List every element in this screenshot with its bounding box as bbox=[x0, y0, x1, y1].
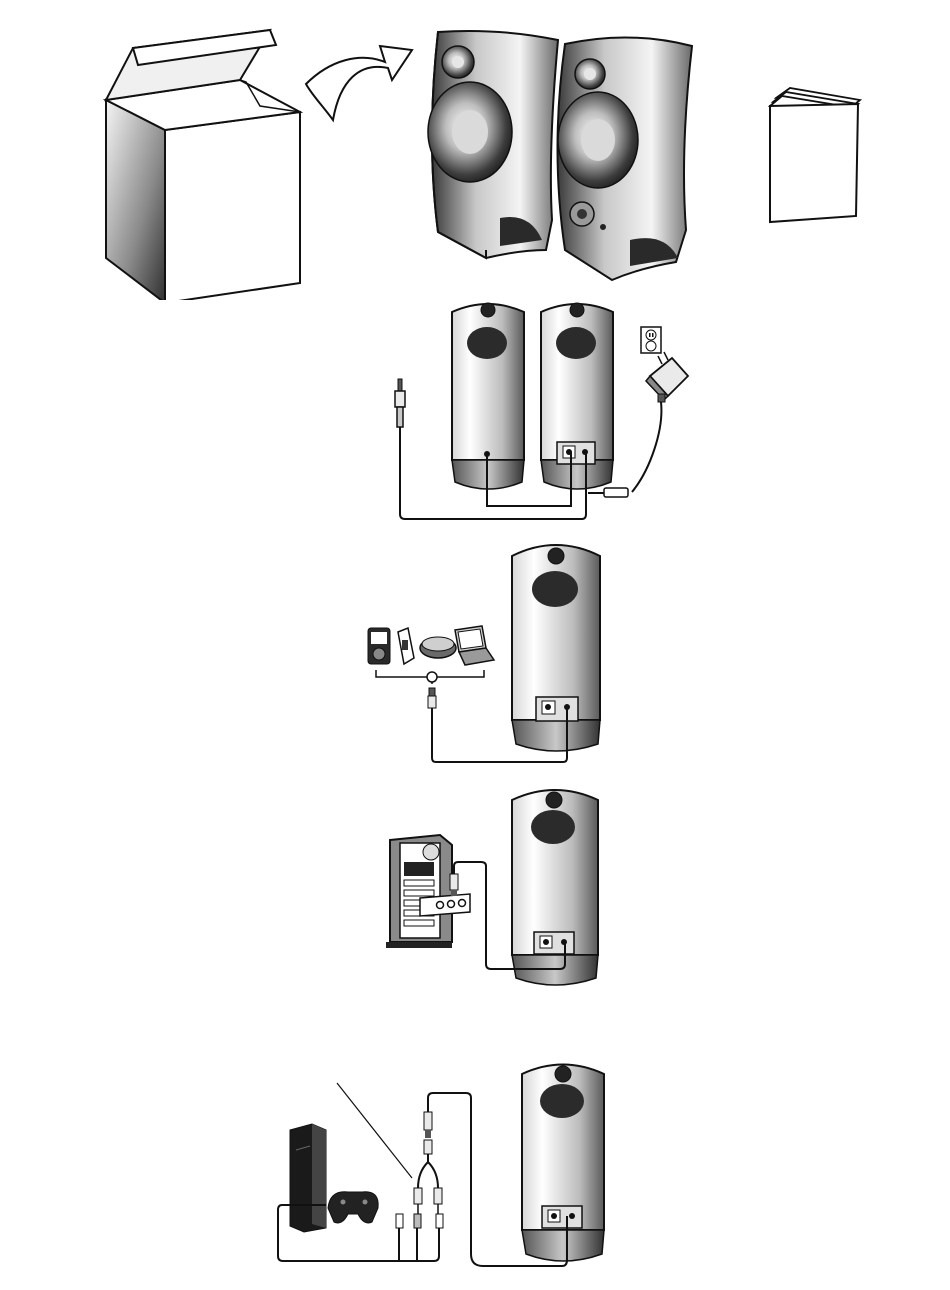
open-box bbox=[106, 30, 300, 300]
computer-section bbox=[0, 780, 950, 995]
speaker-back bbox=[512, 790, 598, 985]
cd-player-icon bbox=[420, 637, 456, 658]
power-section bbox=[0, 295, 950, 530]
rca-to-stereo-adapter-icon bbox=[414, 1112, 442, 1204]
stereo-plug-icon bbox=[395, 379, 405, 427]
stereo-plug-icon bbox=[450, 874, 458, 896]
speaker-back bbox=[512, 545, 600, 751]
power-adapter-icon bbox=[604, 352, 688, 497]
gamepad-icon bbox=[328, 1192, 378, 1223]
pc-tower-icon bbox=[386, 835, 452, 948]
jack-icon bbox=[427, 672, 437, 682]
game-console-icon bbox=[290, 1124, 326, 1232]
usb-player-icon bbox=[398, 628, 414, 664]
unboxing-section bbox=[0, 0, 950, 300]
rca-plugs-icon bbox=[396, 1204, 443, 1228]
game-console-section bbox=[0, 1055, 950, 1290]
sound-card-jacks-icon bbox=[420, 894, 470, 916]
speaker-left bbox=[428, 31, 558, 258]
stereo-plug-icon bbox=[428, 688, 436, 708]
speaker-back bbox=[522, 1065, 604, 1262]
portable-devices-section bbox=[0, 535, 950, 775]
speaker-back-right bbox=[541, 303, 613, 489]
callout-line bbox=[337, 1083, 412, 1178]
wall-outlet-icon bbox=[641, 327, 661, 353]
arrow-icon bbox=[306, 46, 412, 120]
laptop-icon bbox=[455, 626, 494, 665]
mp3-player-icon bbox=[368, 628, 390, 664]
manual-booklet-icon bbox=[770, 88, 860, 222]
speaker-right bbox=[558, 37, 693, 280]
